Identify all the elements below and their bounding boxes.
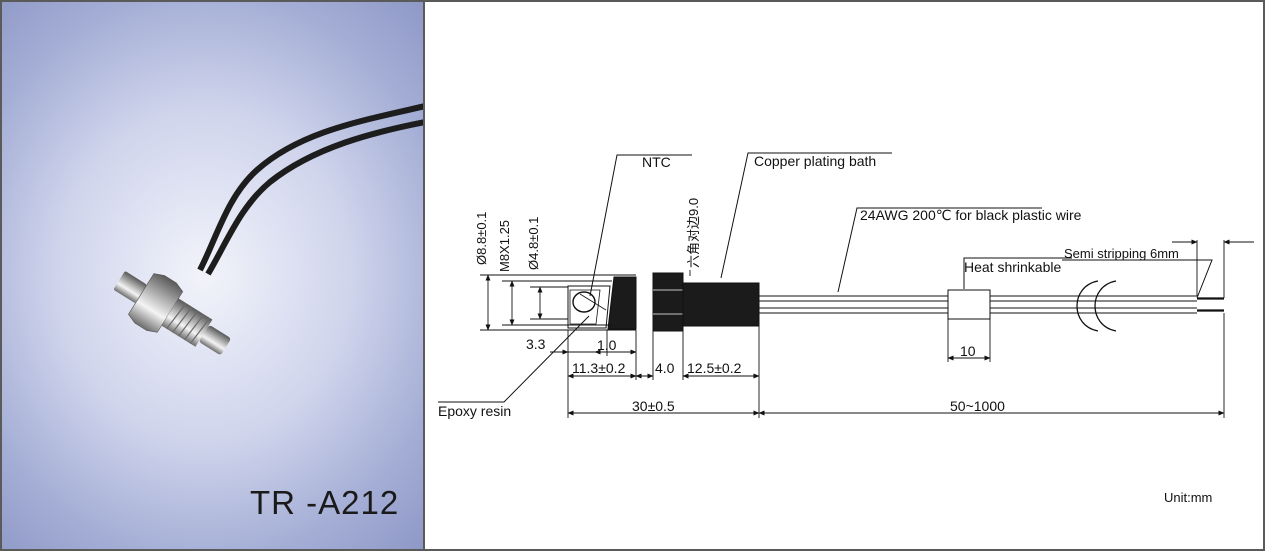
wire-spec-label: 24AWG 200℃ for black plastic wire xyxy=(860,207,1082,223)
cable-2 xyxy=(205,119,423,276)
dim-1-0: 1.0 xyxy=(597,337,617,353)
dim-hex: 六角对边9.0 xyxy=(686,198,701,268)
technical-drawing-panel: NTC Copper plating bath 24AWG 200℃ for b… xyxy=(423,0,1265,551)
sensor-thread xyxy=(161,298,213,347)
dim-12-5: 12.5±0.2 xyxy=(687,360,742,376)
copper-plating-label: Copper plating bath xyxy=(754,153,876,169)
hex-nut-icon xyxy=(128,273,184,333)
dim-4-0: 4.0 xyxy=(655,360,675,376)
heat-shrink-label: Heat shrinkable xyxy=(964,259,1061,275)
dim-d88: Ø8.8±0.1 xyxy=(474,212,489,265)
dim-shrink-10: 10 xyxy=(960,343,976,359)
unit-label: Unit:mm xyxy=(1164,490,1212,505)
sensor-tip xyxy=(199,325,231,355)
diameter-dimensions xyxy=(480,270,691,331)
dim-11-3: 11.3±0.2 xyxy=(572,360,626,376)
stripping-label: Semi stripping 6mm xyxy=(1064,246,1179,261)
probe-body xyxy=(567,272,1224,332)
dim-3-3: 3.3 xyxy=(526,336,546,352)
sensor-collar xyxy=(114,271,147,303)
callout-leaders xyxy=(438,152,1213,403)
dim-50-1000: 50~1000 xyxy=(950,398,1005,414)
ntc-sensor-photo xyxy=(114,103,423,355)
cable-1 xyxy=(197,103,423,272)
model-label: TR -A212 xyxy=(250,484,400,521)
dim-m8: M8X1.25 xyxy=(497,220,512,272)
dimension-drawing: NTC Copper plating bath 24AWG 200℃ for b… xyxy=(438,152,1254,505)
epoxy-label: Epoxy resin xyxy=(438,403,511,419)
length-dimensions xyxy=(550,239,1254,418)
product-photo-panel: TR -A212 xyxy=(0,0,423,551)
dim-30: 30±0.5 xyxy=(632,398,675,414)
ntc-label: NTC xyxy=(642,154,671,170)
dim-d48: Ø4.8±0.1 xyxy=(526,217,541,270)
